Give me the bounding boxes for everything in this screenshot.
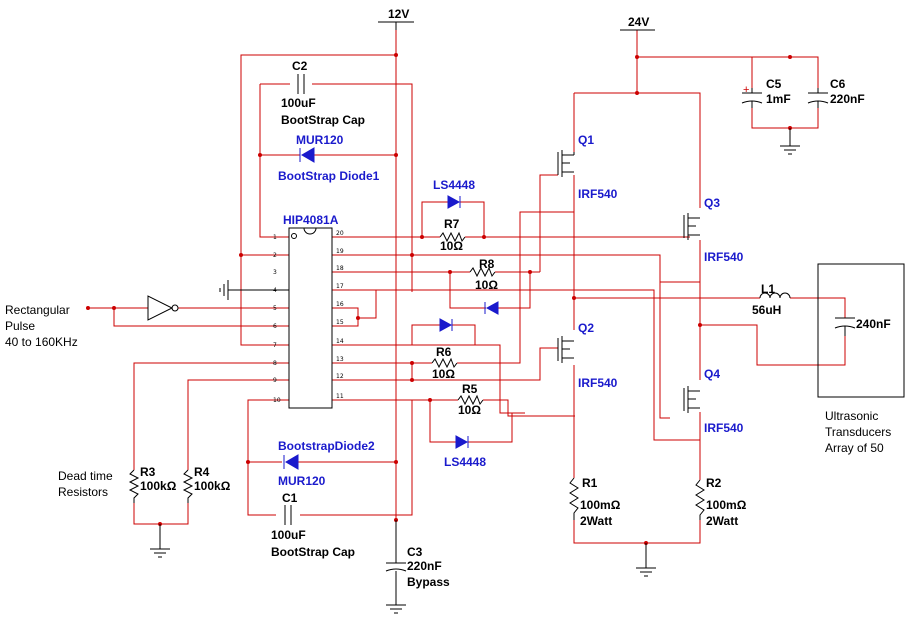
label-components-r5-value: 10Ω — [458, 403, 481, 417]
ic-hip4081a — [288, 227, 333, 409]
label-components-c3-desc: Bypass — [407, 575, 450, 589]
label-components-r1-power: 2Watt — [580, 514, 612, 528]
label-components-d_top-part: MUR120 — [296, 133, 344, 147]
label-components-c5-ref: C5 — [766, 77, 782, 91]
labels: 12V 24V HIP4081A 1 2 3 4 5 6 7 8 9 10 20… — [5, 7, 891, 589]
label-ic-pins_right-4: 16 — [336, 301, 344, 308]
label-ic-pins_right-5: 15 — [336, 319, 344, 326]
label-components-c1-value: 100uF — [271, 528, 306, 542]
label-components-r1-value: 100mΩ — [580, 498, 621, 512]
label-ic-pins_left-3: 4 — [273, 287, 277, 294]
label-dead_time-l1: Dead time — [58, 469, 113, 483]
label-components-q3-ref: Q3 — [704, 196, 720, 210]
label-components-q3-part: IRF540 — [704, 250, 744, 264]
label-components-r8-ref: R8 — [479, 257, 495, 271]
label-components-c5-plus: + — [743, 84, 749, 96]
label-ic-pins_left-9: 10 — [273, 397, 281, 404]
label-components-c6-value: 220nF — [830, 92, 865, 106]
label-components-d_bot-name: BootstrapDiode2 — [278, 439, 375, 453]
label-components-q1-ref: Q1 — [578, 133, 594, 147]
label-components-r1-ref: R1 — [582, 476, 598, 490]
label-components-q2-part: IRF540 — [578, 376, 618, 390]
label-transducer-l2: Transducers — [825, 425, 891, 439]
label-ic-pins_left-2: 3 — [273, 269, 277, 276]
label-ic-pins_right-7: 13 — [336, 356, 344, 363]
label-input-l2: Pulse — [5, 319, 35, 333]
label-ic-pins_right-3: 17 — [336, 283, 344, 290]
wires — [88, 22, 846, 544]
label-components-r6-value: 10Ω — [432, 367, 455, 381]
label-components-ls_bot-part: LS4448 — [444, 455, 486, 469]
label-components-c2-value: 100uF — [281, 96, 316, 110]
label-components-d_top-name: BootStrap Diode1 — [278, 169, 380, 183]
label-components-c1-ref: C1 — [282, 491, 298, 505]
junctions — [86, 53, 792, 545]
label-components-r7-value: 10Ω — [440, 239, 463, 253]
label-components-c2-desc: BootStrap Cap — [281, 113, 365, 127]
label-24v: 24V — [628, 15, 649, 29]
label-components-r6-ref: R6 — [436, 345, 452, 359]
label-components-d_bot-part: MUR120 — [278, 474, 326, 488]
label-components-r7-ref: R7 — [444, 217, 460, 231]
label-components-q1-part: IRF540 — [578, 187, 618, 201]
label-ic-pins_left-8: 9 — [273, 377, 277, 384]
label-ic-pins_right-9: 11 — [336, 393, 344, 400]
components — [128, 21, 905, 614]
label-ic-name: HIP4081A — [283, 213, 339, 227]
label-components-r3-ref: R3 — [140, 465, 156, 479]
label-components-r2-power: 2Watt — [706, 514, 738, 528]
label-ic-pins_right-0: 20 — [336, 230, 344, 237]
label-components-c5-value: 1mF — [766, 92, 791, 106]
label-components-c3-value: 220nF — [407, 559, 442, 573]
label-components-q2-ref: Q2 — [578, 321, 594, 335]
label-ic-pins_left-7: 8 — [273, 360, 277, 367]
label-components-c3-ref: C3 — [407, 545, 423, 559]
label-transducer-l1: Ultrasonic — [825, 409, 878, 423]
label-ic-pins_left-1: 2 — [273, 252, 277, 259]
label-components-r4-value: 100kΩ — [194, 479, 231, 493]
label-components-c_load-value: 240nF — [856, 317, 891, 331]
label-components-l1-ref: L1 — [761, 282, 775, 296]
label-components-r8-value: 10Ω — [475, 278, 498, 292]
label-ic-pins_left-4: 5 — [273, 305, 277, 312]
label-ic-pins_right-1: 19 — [336, 248, 344, 255]
label-input-l1: Rectangular — [5, 303, 70, 317]
label-components-r2-ref: R2 — [706, 476, 722, 490]
label-ic-pins_right-6: 14 — [336, 338, 344, 345]
label-components-q4-ref: Q4 — [704, 367, 720, 381]
label-ic-pins_left-0: 1 — [273, 234, 277, 241]
label-components-ls_top-part: LS4448 — [433, 178, 475, 192]
label-ic-pins_left-5: 6 — [273, 323, 277, 330]
label-components-r3-value: 100kΩ — [140, 479, 177, 493]
label-transducer-l3: Array of 50 — [825, 441, 884, 455]
label-components-c1-desc: BootStrap Cap — [271, 545, 355, 559]
label-components-r2-value: 100mΩ — [706, 498, 747, 512]
label-components-l1-value: 56uH — [752, 303, 781, 317]
label-12v: 12V — [388, 7, 409, 21]
label-components-r5-ref: R5 — [462, 382, 478, 396]
label-components-c6-ref: C6 — [830, 77, 846, 91]
label-components-q4-part: IRF540 — [704, 421, 744, 435]
label-dead_time-l2: Resistors — [58, 485, 108, 499]
label-ic-pins_right-2: 18 — [336, 265, 344, 272]
label-ic-pins_left-6: 7 — [273, 342, 277, 349]
label-ic-pins_right-8: 12 — [336, 373, 344, 380]
label-input-l3: 40 to 160KHz — [5, 335, 78, 349]
label-components-c2-ref: C2 — [292, 59, 308, 73]
label-components-r4-ref: R4 — [194, 465, 210, 479]
